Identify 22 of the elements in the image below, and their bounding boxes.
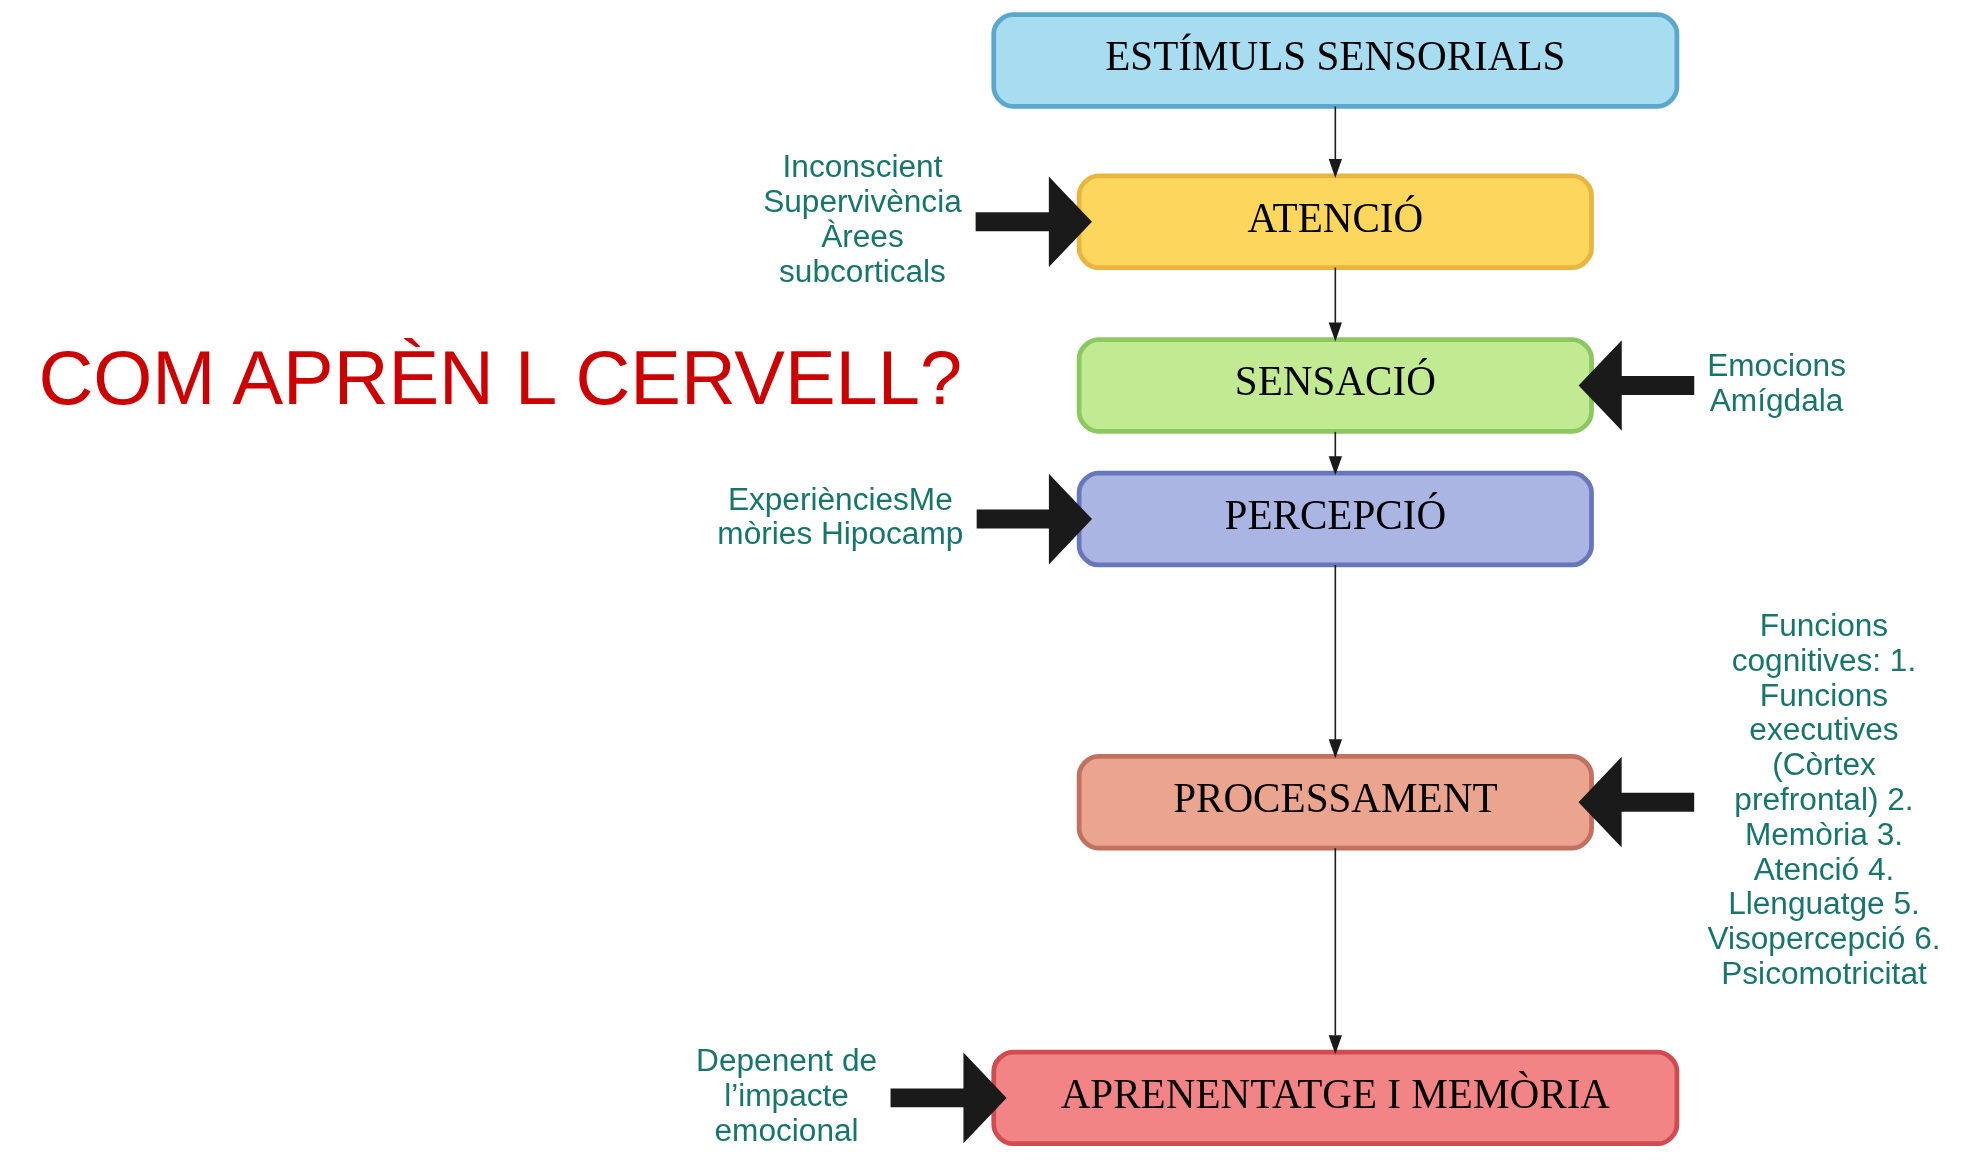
arrow [1328, 266, 1342, 342]
node-box: ATENCIÓ [1076, 173, 1594, 270]
node-text: ExperiènciesMe mòries Hipocamp [716, 480, 963, 552]
arrow [890, 1052, 1007, 1144]
node-text: Emocions Amígdala [1706, 346, 1846, 418]
node-box: SENSACIÓ [1076, 337, 1594, 434]
arrow [976, 473, 1092, 565]
node-box: PERCEPCIÓ [1076, 470, 1594, 568]
node-box: APRENENTATGE I MEMÒRIA [990, 1049, 1679, 1147]
arrow [1328, 105, 1342, 178]
node-box: ESTÍMULS SENSORIALS [990, 12, 1679, 109]
node-text: Depenent de l’impacte emocional [695, 1042, 877, 1148]
node-text: Funcions cognitives: 1. Funcions executives (Còrtex prefrontal) 2. Memòria 3. Atenció 4. Llenguatge 5. Visopercepció 6. Psicomotricitat [1706, 607, 1941, 992]
arrow [1328, 564, 1342, 759]
arrow [1328, 431, 1342, 476]
node-text: Inconscient Supervivència Àrees subcorticals [762, 148, 962, 289]
arrow [1328, 847, 1342, 1055]
label: COM APRÈN L CERVELL? [37, 335, 962, 421]
arrow [1578, 340, 1694, 431]
arrow [1578, 756, 1694, 848]
arrow [975, 176, 1092, 268]
node-box: PROCESSAMENT [1076, 753, 1594, 851]
